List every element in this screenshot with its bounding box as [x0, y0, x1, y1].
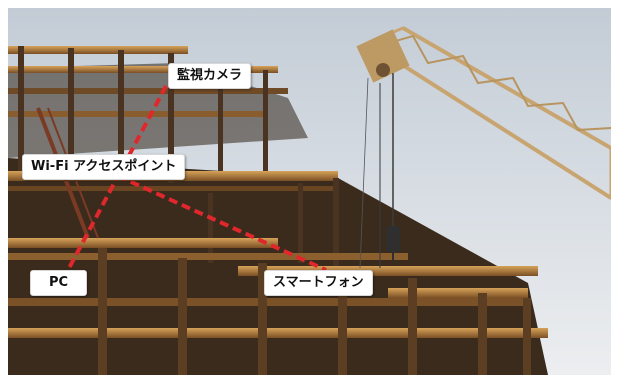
- label-smartphone: スマートフォン: [264, 270, 373, 296]
- label-wifi-access-point: Wi-Fi アクセスポイント: [22, 154, 186, 180]
- label-pc: PC: [30, 270, 88, 296]
- label-security-camera: 監視カメラ: [168, 63, 252, 89]
- photo-frame: 監視カメラ Wi-Fi アクセスポイント PC スマートフォン: [8, 8, 611, 375]
- link-ap-to-smartphone: [117, 174, 327, 272]
- crane-hook-icon: [386, 226, 400, 260]
- construction-photo: [8, 8, 611, 375]
- crane-icon: [356, 26, 611, 269]
